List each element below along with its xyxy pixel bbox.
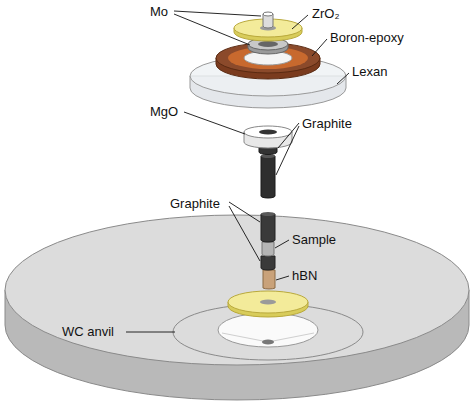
anvil-hole	[262, 340, 274, 345]
graphite-piece	[261, 214, 275, 242]
graphite-piece	[261, 256, 275, 270]
part-label: WC anvil	[62, 324, 114, 339]
mgo-top	[244, 126, 292, 138]
hbn-sleeve	[263, 270, 275, 289]
leader-line	[276, 276, 289, 280]
anvil-cone	[218, 313, 318, 347]
leader-line	[312, 39, 327, 56]
leader-line	[126, 332, 175, 333]
leader-line	[276, 126, 299, 175]
leader-line	[229, 206, 260, 261]
mo-ring-hole	[258, 41, 278, 47]
mo-rod-top	[263, 12, 273, 16]
graphite-rod	[261, 156, 275, 198]
leader-line	[184, 112, 245, 134]
part-label: Sample	[292, 232, 336, 247]
part-label: ZrO₂	[312, 6, 339, 21]
leader-line	[278, 123, 299, 148]
part-label: Mo	[150, 4, 168, 19]
leader-line	[229, 202, 260, 222]
leader-line	[174, 14, 250, 45]
part-label: Graphite	[302, 116, 352, 131]
part-label: Lexan	[352, 64, 387, 79]
part-label: Boron-epoxy	[330, 30, 404, 45]
leader-line	[275, 240, 289, 248]
gasket-hole	[260, 300, 276, 305]
anvil-face	[5, 215, 469, 365]
gasket-disc	[228, 291, 308, 313]
part-label: Graphite	[170, 196, 220, 211]
mgo-hole	[259, 130, 277, 135]
leader-line	[337, 73, 349, 84]
graphite-top	[261, 212, 275, 216]
sample-piece	[262, 242, 274, 256]
part-label: hBN	[292, 268, 317, 283]
leader-line	[292, 15, 308, 29]
part-label: MgO	[150, 104, 178, 119]
leader-line	[174, 11, 261, 16]
leader-lines	[126, 11, 349, 332]
